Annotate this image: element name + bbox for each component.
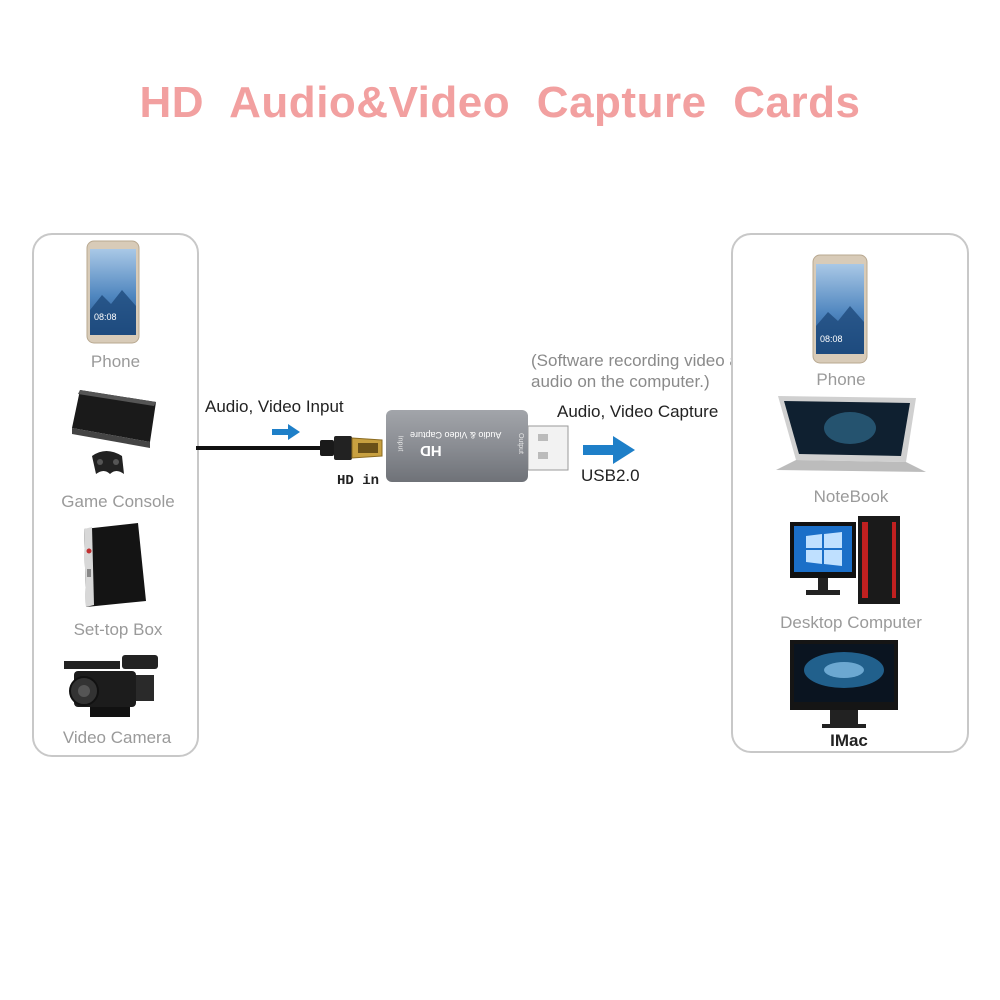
input-device-label-game-console: Game Console <box>61 492 175 511</box>
output-device-label-notebook: NoteBook <box>813 487 889 506</box>
input-device-label-phone: Phone <box>90 352 141 371</box>
capture-card-name: Audio & Video Capture <box>410 430 502 440</box>
output-arrow-icon <box>583 436 635 464</box>
notebook-image <box>774 394 928 476</box>
imac-image <box>790 638 900 730</box>
hd-in-label: HD in <box>337 473 380 489</box>
capture-card-input-mark: Input <box>396 435 404 452</box>
phone-image-left: 08:08 <box>86 240 140 344</box>
hdmi-cable <box>196 432 390 464</box>
svg-text:08:08: 08:08 <box>820 334 843 344</box>
video-camera-image <box>60 651 164 721</box>
page-title: HD Audio&Video Capture Cards <box>139 78 861 127</box>
output-device-label-desktop-computer: Desktop Computer <box>780 613 922 632</box>
set-top-box-image <box>80 521 148 607</box>
input-device-label-set-top-box: Set-top Box <box>73 620 163 639</box>
capture-card-output-mark: Output <box>517 432 525 455</box>
output-device-label-phone: Phone <box>816 370 866 389</box>
output-device-label-imac: IMac <box>830 731 868 750</box>
usb-label: USB2.0 <box>581 466 640 485</box>
software-note-line-2: audio on the computer.) <box>531 372 710 391</box>
desktop-computer-image <box>788 514 904 606</box>
input-device-label-video-camera: Video Camera <box>62 728 172 747</box>
software-note-line-1: (Software recording video and <box>531 351 758 370</box>
capture-card-device <box>386 408 572 484</box>
game-console-image <box>66 382 162 482</box>
phone-image-right: 08:08 <box>812 254 868 364</box>
svg-text:08:08: 08:08 <box>94 312 117 322</box>
input-arrow-icon <box>272 424 300 440</box>
capture-caption: Audio, Video Capture <box>557 402 719 421</box>
capture-card-brand: HD <box>420 442 442 459</box>
input-caption: Audio, Video Input <box>205 397 344 416</box>
